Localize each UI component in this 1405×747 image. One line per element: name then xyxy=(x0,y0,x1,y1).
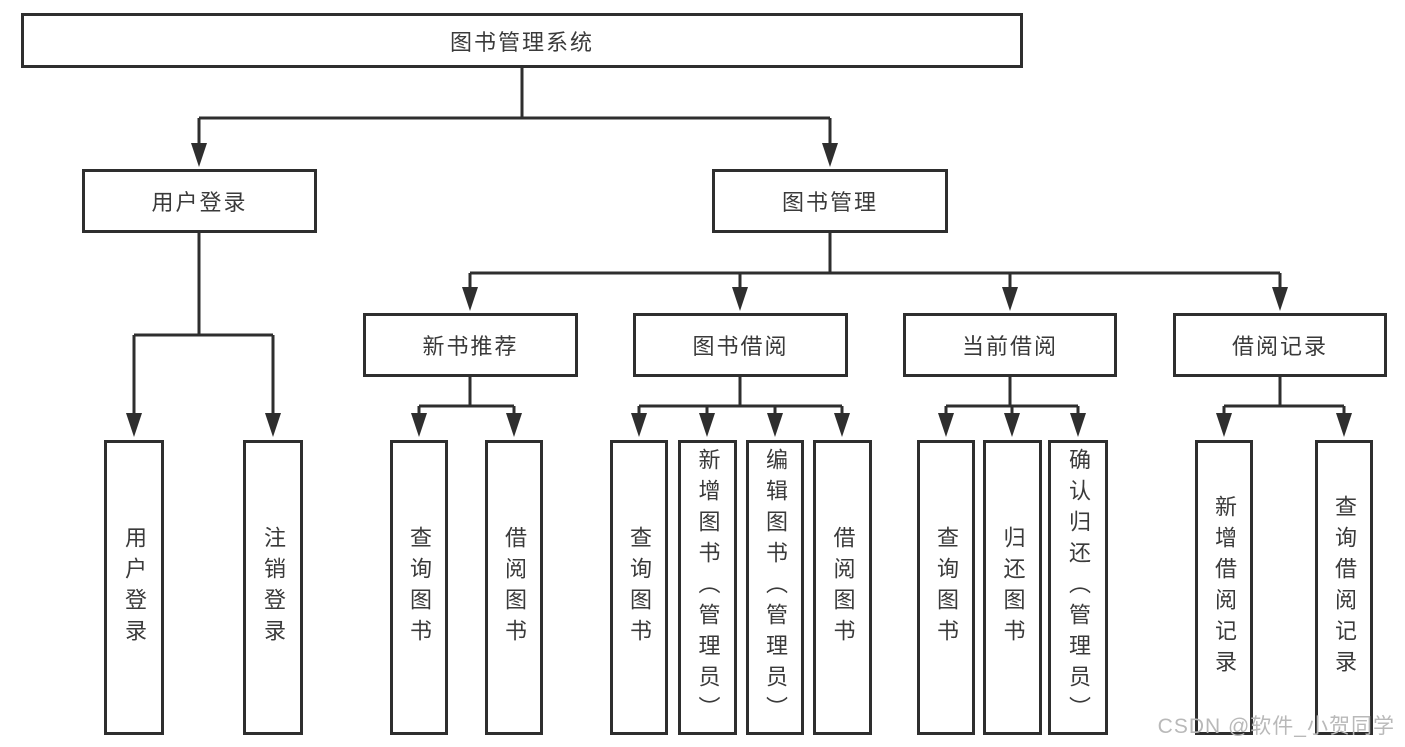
arrowhead-down-icon xyxy=(1216,413,1232,437)
node-book-borrow: 图书借阅 xyxy=(633,313,848,377)
arrowhead-down-icon xyxy=(411,413,427,437)
arrowhead-down-icon xyxy=(1336,413,1352,437)
arrowhead-down-icon xyxy=(631,413,647,437)
node-leaf-query-record: 查询借阅记录 xyxy=(1315,440,1373,735)
node-current-borrow: 当前借阅 xyxy=(903,313,1117,377)
node-leaf-query-book-1: 查询图书 xyxy=(390,440,448,735)
node-leaf-user-login: 用户登录 xyxy=(104,440,164,735)
arrowhead-down-icon xyxy=(265,413,281,437)
node-leaf-confirm-return: 确认归还（管理员） xyxy=(1048,440,1108,735)
node-root: 图书管理系统 xyxy=(21,13,1023,68)
node-leaf-borrow-book-2: 借阅图书 xyxy=(813,440,872,735)
node-leaf-logout: 注销登录 xyxy=(243,440,303,735)
arrowhead-down-icon xyxy=(699,413,715,437)
node-user-login: 用户登录 xyxy=(82,169,317,233)
node-leaf-edit-book: 编辑图书（管理员） xyxy=(746,440,804,735)
arrowhead-down-icon xyxy=(191,143,207,167)
node-leaf-borrow-book-1: 借阅图书 xyxy=(485,440,543,735)
node-leaf-add-book: 新增图书（管理员） xyxy=(678,440,737,735)
arrowhead-down-icon xyxy=(1070,413,1086,437)
node-leaf-query-book-3: 查询图书 xyxy=(917,440,975,735)
node-borrow-records: 借阅记录 xyxy=(1173,313,1387,377)
arrowhead-down-icon xyxy=(1004,413,1020,437)
arrowhead-down-icon xyxy=(732,287,748,311)
arrowhead-down-icon xyxy=(822,143,838,167)
node-book-mgmt: 图书管理 xyxy=(712,169,948,233)
arrowhead-down-icon xyxy=(1002,287,1018,311)
node-leaf-add-record: 新增借阅记录 xyxy=(1195,440,1253,735)
node-leaf-query-book-2: 查询图书 xyxy=(610,440,668,735)
node-leaf-return-book: 归还图书 xyxy=(983,440,1042,735)
arrowhead-down-icon xyxy=(1272,287,1288,311)
arrowhead-down-icon xyxy=(462,287,478,311)
arrowhead-down-icon xyxy=(938,413,954,437)
arrowhead-down-icon xyxy=(834,413,850,437)
arrowhead-down-icon xyxy=(506,413,522,437)
arrowhead-down-icon xyxy=(126,413,142,437)
arrowhead-down-icon xyxy=(767,413,783,437)
node-new-book-rec: 新书推荐 xyxy=(363,313,578,377)
